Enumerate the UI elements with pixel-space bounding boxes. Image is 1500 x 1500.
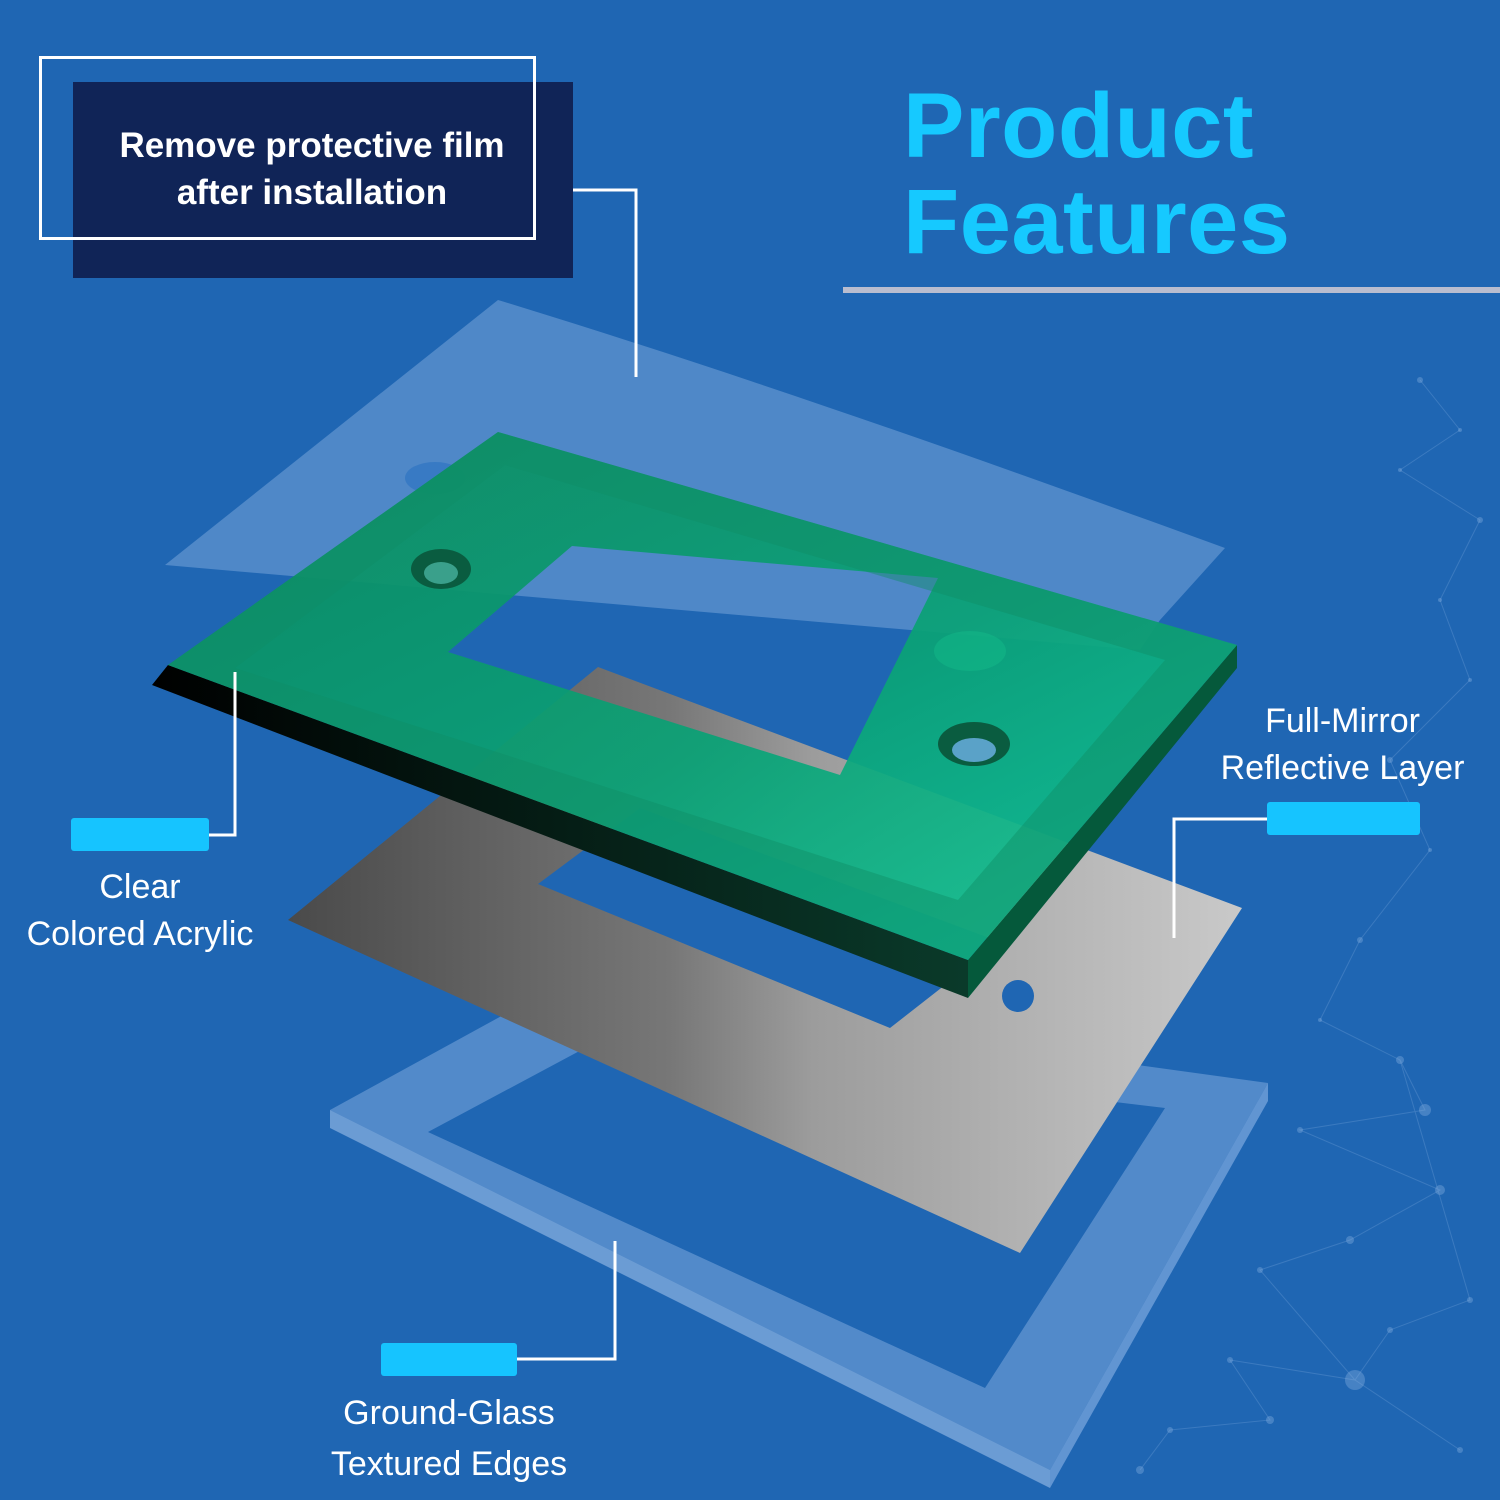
notice-text: Remove protective film after installatio… bbox=[73, 122, 551, 216]
acrylic-plate-layer bbox=[152, 432, 1237, 998]
notice-line-1: Remove protective film bbox=[119, 126, 505, 165]
glass-label-line-1: Ground-Glass bbox=[343, 1394, 555, 1432]
title-line-1: Product bbox=[903, 75, 1255, 177]
ground-glass-layer bbox=[330, 985, 1268, 1488]
acrylic-label-line-1: Clear bbox=[99, 868, 181, 906]
notice-frame bbox=[39, 56, 536, 240]
mirror-label-line-2: Reflective Layer bbox=[1220, 749, 1465, 787]
network-pattern bbox=[1136, 377, 1483, 1474]
notice-box bbox=[73, 82, 573, 278]
notice-line-2: after installation bbox=[176, 173, 448, 212]
glass-connector bbox=[488, 1241, 617, 1361]
glass-tag bbox=[381, 1343, 517, 1376]
glass-label: Ground-Glass Textured Edges bbox=[310, 1388, 588, 1490]
mirror-label-line-1: Full-Mirror bbox=[1265, 702, 1420, 740]
mirror-connector bbox=[1172, 817, 1297, 938]
title-underline bbox=[843, 287, 1500, 293]
acrylic-tag bbox=[71, 818, 209, 851]
acrylic-label-line-2: Colored Acrylic bbox=[26, 915, 254, 953]
title-line-2: Features bbox=[903, 171, 1291, 273]
network-lines bbox=[1139, 379, 1481, 1471]
mirror-tag bbox=[1267, 802, 1420, 835]
acrylic-label: Clear Colored Acrylic bbox=[10, 864, 270, 958]
glass-label-line-2: Textured Edges bbox=[330, 1445, 568, 1483]
mirror-label: Full-Mirror Reflective Layer bbox=[1205, 698, 1480, 792]
